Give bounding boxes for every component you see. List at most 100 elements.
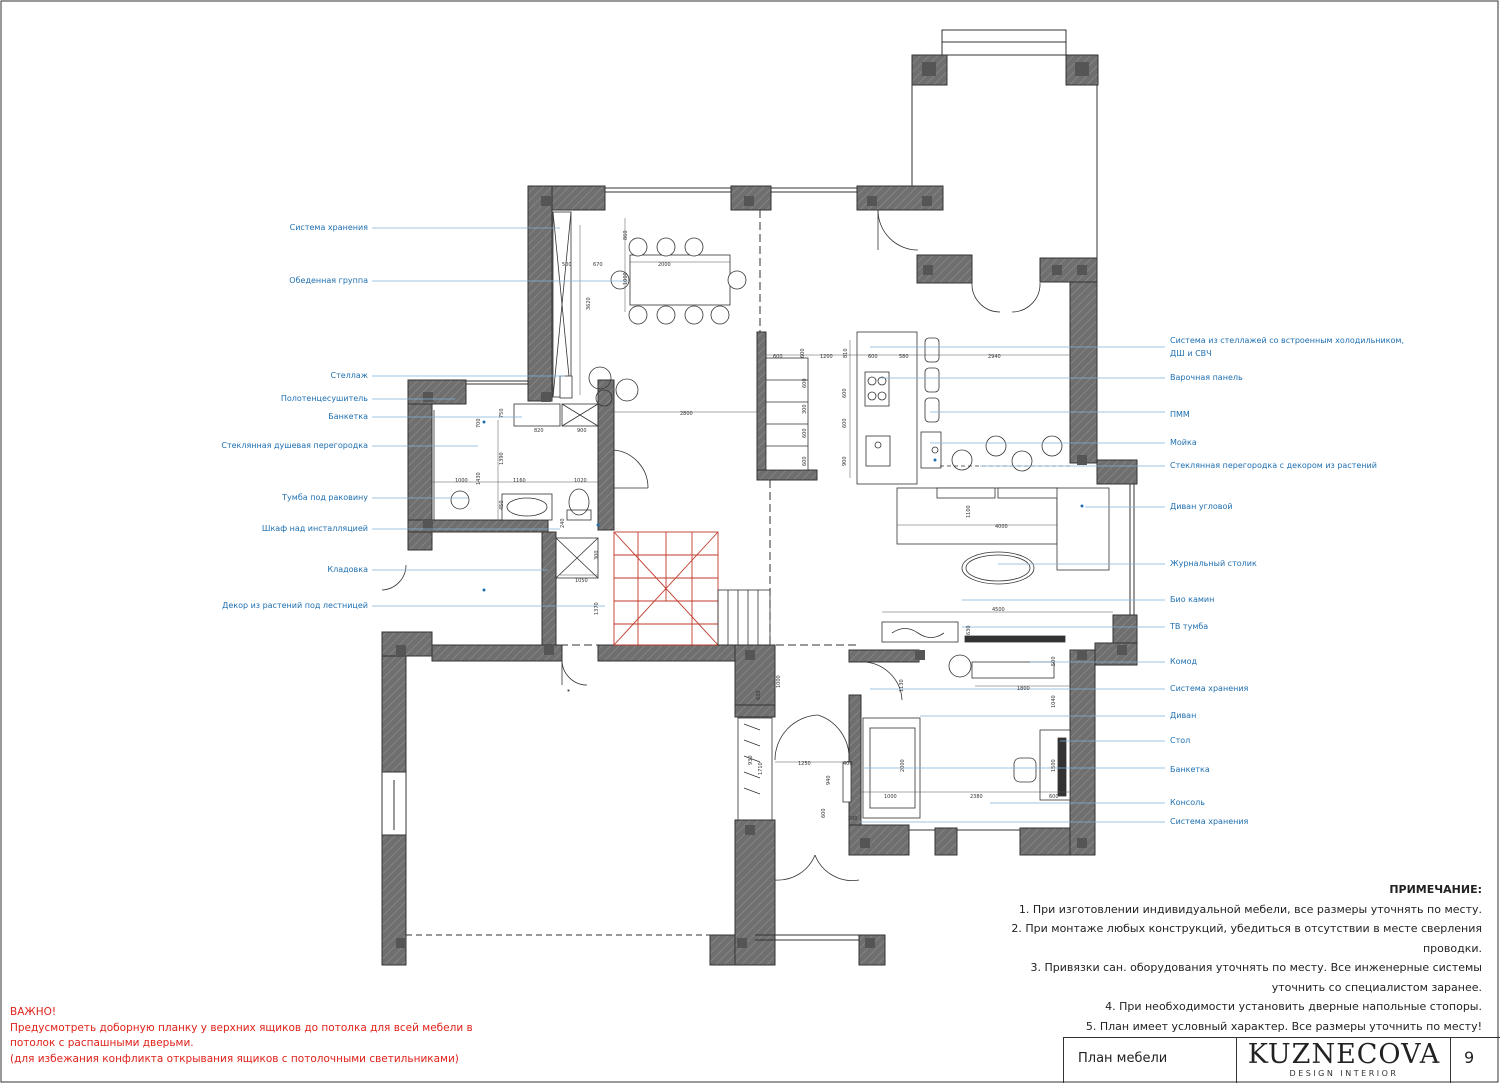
note-line: 3. Привязки сан. оборудования уточнять п… — [1030, 961, 1482, 974]
dim: 630 — [966, 625, 972, 635]
dim: 670 — [593, 262, 603, 268]
dim: 1020 — [574, 478, 587, 484]
label-dishwasher: ПММ — [1170, 410, 1190, 419]
label-storage-system-1: Система хранения — [289, 223, 368, 232]
dim: 600 — [802, 378, 808, 388]
label-bio-fireplace: Био камин — [1170, 595, 1215, 604]
dim: 1000 — [623, 272, 629, 285]
notes-block: ПРИМЕЧАНИЕ: 1. При изготовлении индивиду… — [1002, 880, 1482, 1036]
dim: 1040 — [1051, 695, 1057, 708]
stairs — [613, 531, 719, 646]
dim: 1000 — [455, 478, 468, 484]
note-line: 2. При монтаже любых конструкций, убедит… — [1011, 922, 1482, 935]
label-glass-shower-partition: Стеклянная душевая перегородка — [221, 441, 368, 450]
dim: 1200 — [820, 354, 833, 360]
plant-decor — [588, 366, 1063, 678]
label-rack: Стеллаж — [330, 371, 368, 380]
dim: 940 — [826, 775, 832, 785]
dim: 600 — [842, 388, 848, 398]
dim: 200 — [848, 816, 858, 822]
dim: 2800 — [680, 411, 693, 417]
dim: 930 — [748, 755, 754, 765]
dim: 820 — [534, 428, 544, 434]
dim: 450 — [499, 500, 505, 510]
dim: 810 — [843, 348, 849, 358]
dim: 600 — [1049, 794, 1059, 800]
important-line: Предусмотреть доборную планку у верхних … — [10, 1021, 473, 1034]
dim: 3620 — [586, 297, 592, 310]
note-line: 5. План имеет условный характер. Все раз… — [1085, 1019, 1482, 1033]
label-bench-1: Банкетка — [328, 412, 368, 421]
important-line: (для избежания конфликта открывания ящик… — [10, 1052, 459, 1065]
dim: 240 — [560, 518, 566, 528]
important-block: ВАЖНО! Предусмотреть доборную планку у в… — [10, 1005, 490, 1067]
label-sofa: Диван — [1170, 711, 1197, 720]
dim: 500 — [1051, 656, 1057, 666]
important-line: потолок с распашными дверьми. — [10, 1037, 194, 1049]
dim: 2940 — [988, 354, 1001, 360]
dim: 400 — [843, 761, 853, 767]
dim: 1710 — [758, 762, 764, 775]
label-desk: Стол — [1170, 736, 1191, 745]
dim: 1000 — [884, 794, 897, 800]
doors — [381, 209, 1041, 881]
dim: 1000 — [776, 675, 782, 688]
label-pantry: Кладовка — [327, 565, 368, 574]
stair-run — [717, 589, 771, 646]
dim: 1160 — [513, 478, 526, 484]
brand-logo: KUZNECOVA — [1247, 1039, 1441, 1070]
dim: 600 — [802, 456, 808, 466]
dim: 1430 — [476, 472, 482, 485]
label-sink-cabinet: Тумба под раковину — [282, 493, 368, 502]
label-dining-group: Обеденная группа — [289, 276, 368, 285]
label-cooktop: Варочная панель — [1170, 373, 1243, 382]
label-storage-system-3: Система хранения — [1170, 817, 1249, 826]
dim: 1370 — [594, 602, 600, 615]
label-installation-cabinet: Шкаф над инсталляцией — [261, 524, 368, 533]
dim: 630 — [756, 690, 762, 700]
title-divider — [1236, 1038, 1237, 1083]
note-line: 1. При изготовлении индивидуальной мебел… — [1018, 902, 1482, 916]
dim: 1390 — [499, 452, 505, 465]
brand-logo-subtitle: DESIGN INTERIOR — [1289, 1069, 1399, 1078]
dim: 1500 — [1051, 759, 1057, 772]
dim: 600 — [842, 418, 848, 428]
dim: 500 — [562, 262, 572, 268]
dim: 1100 — [966, 505, 972, 518]
label-console: Консоль — [1170, 798, 1205, 807]
dim: 2380 — [970, 794, 983, 800]
dim: 300 — [594, 550, 600, 560]
dim: 750 — [499, 408, 505, 418]
label-storage-system-2: Система хранения — [1170, 684, 1249, 693]
dim: 600 — [802, 428, 808, 438]
dim: 1130 — [899, 679, 905, 692]
dim: 2000 — [900, 759, 906, 772]
label-glass-partition-plants: Стеклянная перегородка с декором из раст… — [1170, 461, 1377, 470]
label-corner-sofa: Диван угловой — [1170, 502, 1233, 511]
note-line: проводки. — [1422, 941, 1482, 955]
dim: 600 — [800, 348, 806, 358]
cooktop-shape — [864, 371, 890, 407]
important-title: ВАЖНО! — [10, 1006, 57, 1018]
dim: 900 — [577, 428, 587, 434]
dim: 1250 — [798, 761, 811, 767]
title-divider — [1450, 1038, 1451, 1083]
label-tv-stand: ТВ тумба — [1170, 622, 1209, 631]
note-line: уточнить со специалистом заранее. — [1271, 980, 1482, 994]
dimension-texts: 2000 1000 860 670 500 3620 2800 820 900 … — [455, 230, 1059, 822]
note-line: 4. При необходимости установить дверные … — [1105, 1000, 1482, 1013]
dim: 860 — [623, 230, 629, 240]
dim: 900 — [842, 456, 848, 466]
leader-lines — [372, 227, 1165, 823]
outlines — [381, 29, 1135, 941]
label-coffee-table: Журнальный столик — [1170, 559, 1257, 568]
label-dresser: Комод — [1170, 657, 1198, 666]
dim: 700 — [476, 418, 482, 428]
sheet-title: План мебели — [1078, 1051, 1168, 1066]
label-towel-dryer: Полотенцесушитель — [280, 394, 368, 403]
dim: 580 — [899, 354, 909, 360]
notes-title: ПРИМЕЧАНИЕ: — [1389, 883, 1482, 896]
label-shelving-fridge-2: ДШ и СВЧ — [1170, 349, 1212, 358]
dining-table — [629, 254, 731, 306]
